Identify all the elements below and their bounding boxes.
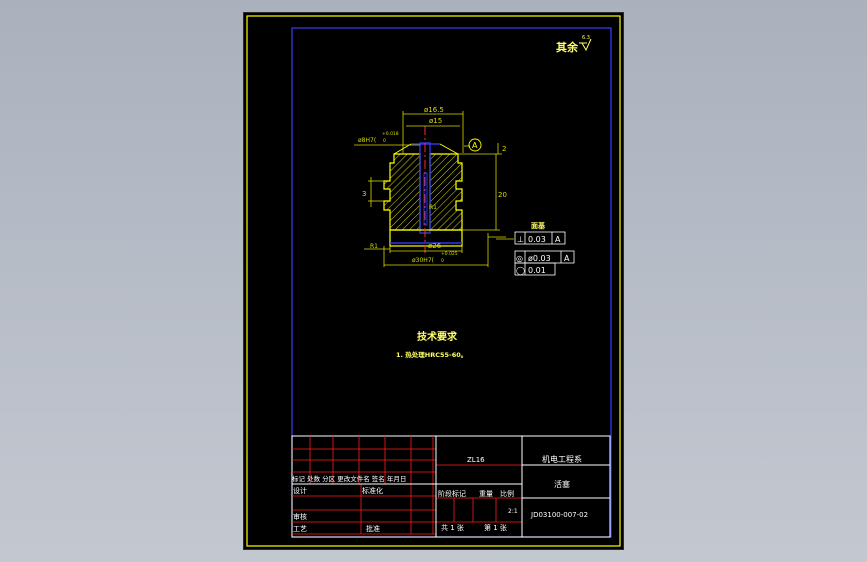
roughness-symbol-icon: [579, 38, 592, 52]
tb-company: 机电工程系: [542, 454, 582, 464]
drawing-sheet: 其余 6.3: [244, 13, 623, 549]
dim-d-outer-top: ø16.5: [424, 106, 444, 114]
fcf-perp-icon: ⊥: [517, 235, 524, 244]
dim-d-flange: ø30H7(: [412, 257, 434, 264]
dim-r-center: R1: [429, 204, 437, 211]
dim-d-bore-tol2: 0: [383, 138, 386, 144]
tb-design: 设计: [293, 486, 307, 495]
tech-title: 技术要求: [417, 330, 458, 343]
fcf-row-3: ◯ 0.01: [514, 262, 556, 276]
dim-h-groove: 3: [362, 190, 366, 198]
outer-frame: [246, 15, 621, 547]
dim-h-top: 2: [502, 145, 506, 153]
dim-d-inner-top: ø15: [429, 117, 442, 125]
tb-scale-value: 2:1: [508, 508, 518, 515]
dim-d-base: ø26: [428, 242, 442, 250]
fcf-roundness-icon: ◯: [516, 266, 525, 275]
tb-review: 审核: [293, 512, 307, 521]
dim-d-bore-tol: +0.018: [382, 131, 399, 137]
tb-total-sheets: 共 1 张: [441, 523, 464, 532]
tb-sheet-no: 第 1 张: [484, 523, 507, 532]
dim-h-right: 20: [498, 191, 507, 199]
fcf-row-3-value: 0.01: [528, 266, 546, 275]
tech-item-1: 1. 热处理HRC55-60。: [396, 350, 467, 359]
dim-r-small: R1: [370, 243, 378, 250]
dim-d-flange-tol2: 0: [441, 258, 444, 264]
tb-scale: 比例: [500, 489, 514, 498]
cad-drawing: 其余 6.3: [246, 15, 621, 547]
tb-material: ZL16: [467, 456, 485, 464]
part-section: [383, 126, 463, 253]
fcf-concentric-icon: ◎: [516, 254, 523, 263]
fcf-row-1-value: 0.03: [528, 235, 546, 244]
tb-approve: 批准: [366, 524, 380, 533]
roughness-note: 其余: [556, 40, 579, 54]
dimensions: [354, 111, 514, 267]
tb-stage-mark: 阶段标记: [438, 489, 466, 498]
fcf-row-2-value: ø0.03: [528, 254, 551, 263]
tb-process: 工艺: [293, 525, 307, 533]
datum-a-label: A: [472, 141, 478, 150]
fcf-row-1: ⊥ 0.03 A: [514, 231, 566, 245]
tb-part-name: 活塞: [554, 479, 570, 489]
tb-row-header: 标记 处数 分区 更改文件名 签名 年月日: [292, 474, 406, 483]
fcf-row-2-datum: A: [564, 254, 570, 263]
dim-d-bore: ø8H7(: [358, 137, 376, 144]
tb-weight: 重量: [479, 490, 493, 498]
roughness-value: 6.3: [582, 35, 590, 41]
fcf-title: 面基: [531, 221, 546, 230]
datum-a-circle: [468, 138, 482, 152]
tb-drawing-no: JD03100-007-02: [530, 511, 588, 519]
title-block: ZL16 机电工程系 活塞 JD03100-007-02 标记 处数 分区 更改…: [291, 435, 611, 538]
fcf-row-2: ◎ ø0.03 A: [514, 250, 575, 264]
dim-d-flange-tol: +0.025: [441, 251, 458, 257]
tb-standardize: 标准化: [362, 486, 383, 495]
fcf-row-1-datum: A: [555, 235, 561, 244]
